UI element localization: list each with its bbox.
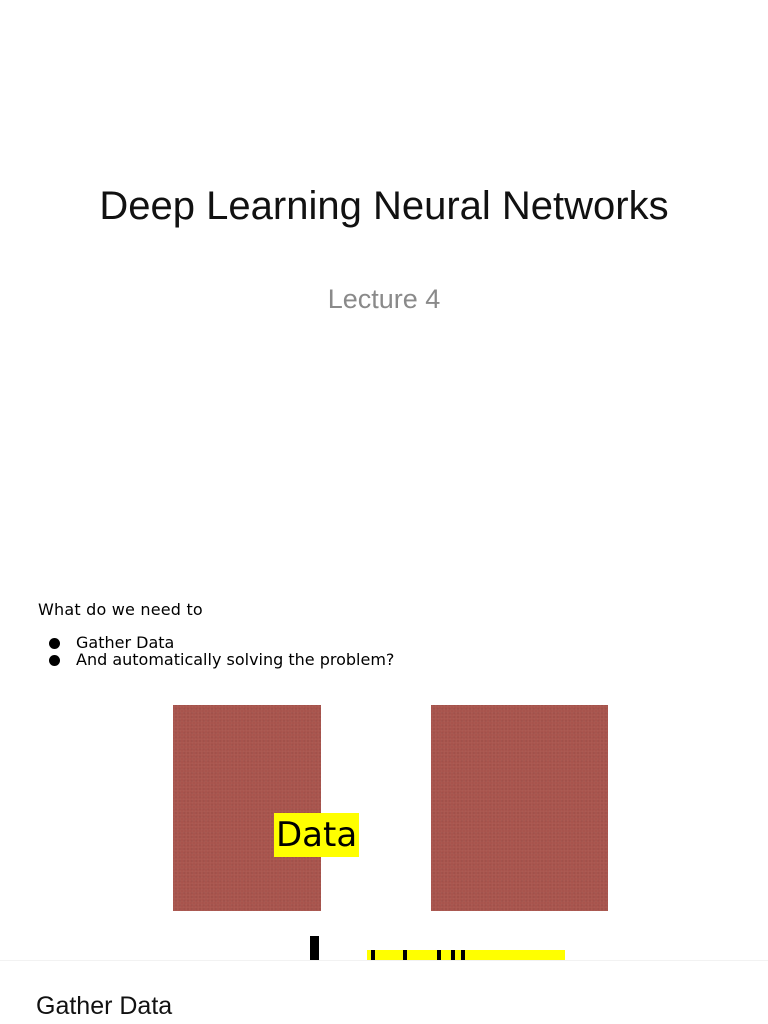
slide-title: Deep Learning Neural Networks <box>99 184 669 228</box>
cropped-glyph <box>461 950 465 960</box>
bullet-dot-icon <box>49 638 60 649</box>
bullet-dot-icon <box>49 655 60 666</box>
cropped-glyph <box>437 950 441 960</box>
bullet-list: Gather Data And automatically solving th… <box>46 634 394 668</box>
bullet-text: And automatically solving the problem? <box>76 650 395 669</box>
data-label: Data <box>274 813 360 857</box>
cropped-glyph <box>451 950 455 960</box>
diagram-panel-right <box>431 705 608 911</box>
slide-heading: Gather Data <box>36 992 173 1020</box>
bullet-text: Gather Data <box>76 633 175 652</box>
bullet-item: And automatically solving the problem? <box>46 651 394 668</box>
diagram-panel-left <box>173 705 321 911</box>
slide-subtitle: Lecture 4 <box>327 284 441 314</box>
cropped-highlight <box>367 950 565 960</box>
slide-divider <box>0 960 768 961</box>
slide-question: What do we need to <box>38 600 203 619</box>
cropped-stroke <box>310 936 319 960</box>
bullet-item: Gather Data <box>46 634 394 651</box>
cropped-glyph <box>403 950 407 960</box>
cropped-glyph <box>371 950 375 960</box>
